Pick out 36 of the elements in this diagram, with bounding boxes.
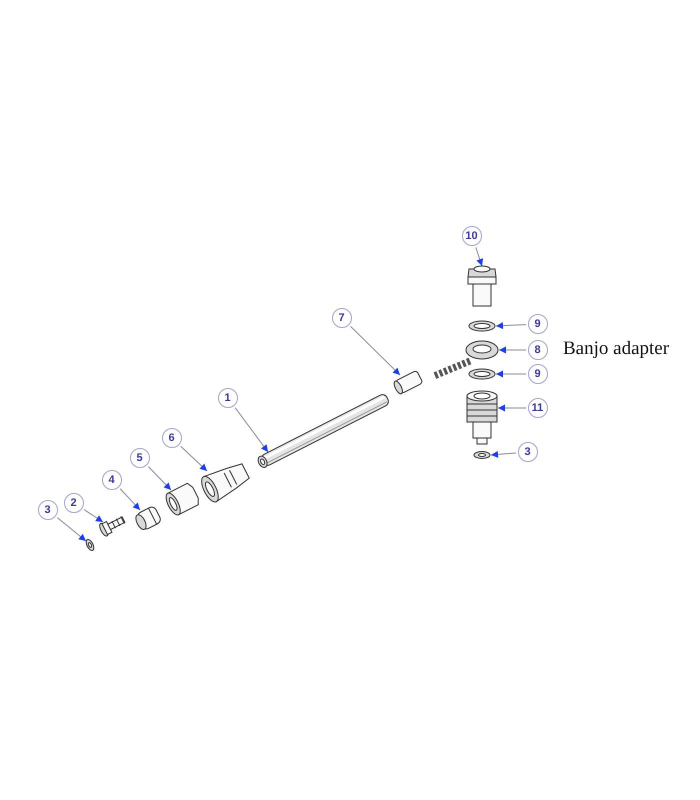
washer-drawing — [468, 368, 496, 380]
leader-line — [490, 450, 517, 458]
nut-drawing — [166, 482, 199, 516]
callout-number: 11 — [528, 398, 548, 418]
threaded-fitting-drawing — [466, 390, 498, 444]
leader-line — [56, 517, 86, 542]
hose-barb-drawing — [99, 516, 126, 536]
callout-number: 8 — [528, 340, 548, 360]
callout-number: 10 — [462, 226, 482, 246]
leader-line — [496, 370, 526, 378]
leader-line — [350, 326, 400, 376]
bolt-drawing — [467, 266, 497, 306]
callout-number: 5 — [130, 448, 150, 468]
callout-number: 1 — [218, 388, 238, 408]
washer-drawing — [86, 538, 94, 552]
leader-line — [498, 404, 526, 412]
washer-drawing — [474, 451, 490, 459]
callout-number: 2 — [64, 492, 84, 512]
leader-line — [148, 466, 172, 490]
callout-number: 6 — [162, 428, 182, 448]
washer-drawing — [468, 320, 496, 332]
leader-line — [84, 509, 104, 522]
callout-number: 4 — [102, 470, 122, 490]
leader-line — [120, 488, 140, 510]
callout-number: 3 — [518, 442, 538, 462]
leader-line — [180, 446, 208, 472]
compression-fitting-drawing — [201, 463, 250, 502]
leader-line — [498, 346, 526, 354]
part-name: Banjo adapter — [563, 338, 670, 360]
callout-number: 7 — [332, 308, 352, 328]
callout-number: 9 — [528, 314, 548, 334]
callout-number: 9 — [528, 364, 548, 384]
leader-line — [234, 407, 268, 452]
callout-number: 3 — [38, 500, 58, 520]
leader-line — [475, 246, 484, 266]
leader-line — [496, 322, 527, 330]
